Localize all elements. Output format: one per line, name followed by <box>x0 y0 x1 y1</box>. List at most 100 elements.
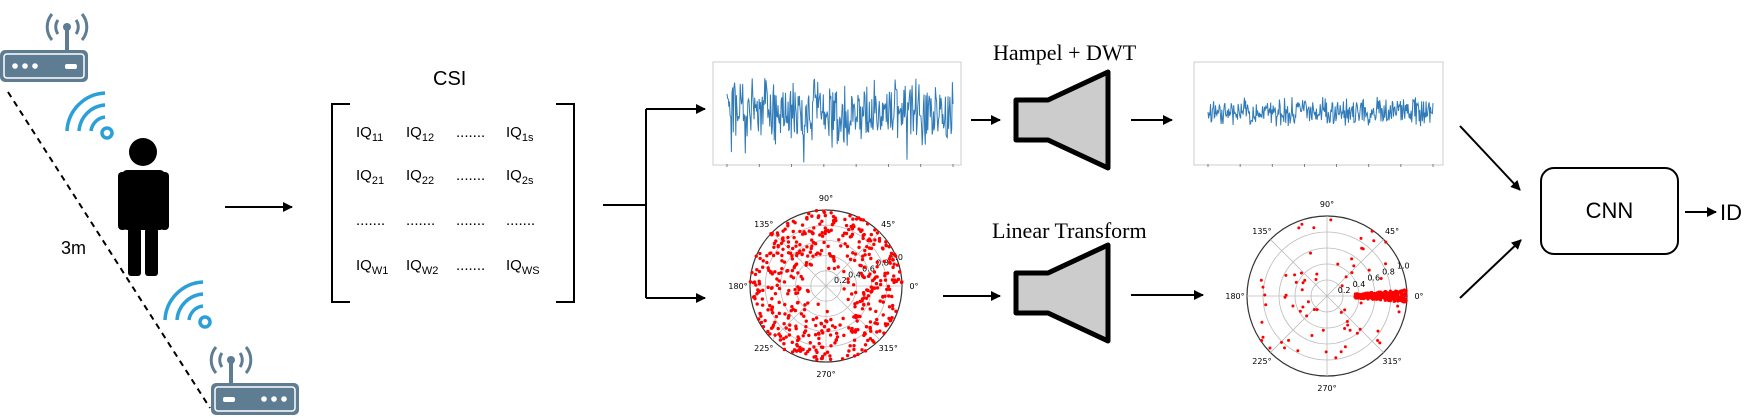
polar-radial-label: 0.8 <box>876 259 889 268</box>
scatter-point <box>755 302 759 306</box>
scatter-point <box>866 302 871 306</box>
scatter-point <box>771 253 776 258</box>
scatter-point <box>856 352 860 357</box>
scatter-point <box>808 340 812 345</box>
scatter-point <box>866 294 871 298</box>
scatter-point <box>777 286 782 291</box>
csi-cell-base: IQ <box>406 124 422 141</box>
scatter-point <box>752 280 757 284</box>
scatter-point <box>798 345 802 350</box>
polar-radial-label: 0.2 <box>834 276 847 285</box>
scatter-point <box>796 300 800 305</box>
scatter-point <box>856 327 860 332</box>
wifi-signal-icon <box>65 91 114 140</box>
scatter-point <box>810 214 814 218</box>
scatter-point <box>852 347 856 352</box>
scatter-point <box>832 266 837 271</box>
router-icon <box>209 346 299 415</box>
scatter-point <box>847 227 851 232</box>
scatter-point <box>770 306 774 311</box>
scatter-point <box>1352 264 1356 268</box>
scatter-point <box>1359 301 1363 305</box>
scatter-point <box>773 320 777 324</box>
scatter-point <box>787 328 792 332</box>
scatter-point <box>891 265 895 270</box>
scatter-point <box>845 244 850 249</box>
scatter-point <box>819 248 824 253</box>
scatter-point <box>890 278 895 282</box>
transformed-polar-plot: 0°45°90°135°180°225°270°315°0.20.40.60.8… <box>1225 200 1423 393</box>
scatter-point <box>872 270 877 274</box>
scatter-point <box>883 278 888 282</box>
scatter-point <box>823 352 827 356</box>
id-label: ID <box>1720 200 1742 225</box>
scatter-point <box>881 294 885 299</box>
scatter-point <box>817 341 821 346</box>
csi-cell-subscript: 22 <box>421 175 435 187</box>
csi-title: CSI <box>433 68 467 90</box>
scatter-point <box>1305 314 1309 318</box>
scatter-point <box>857 240 861 244</box>
scatter-point <box>868 326 873 331</box>
scatter-point <box>783 312 787 316</box>
scatter-point <box>810 244 814 248</box>
scatter-point <box>828 333 833 337</box>
scatter-point <box>847 326 851 330</box>
scatter-point <box>857 245 861 250</box>
scatter-point <box>1386 295 1390 299</box>
scatter-point <box>759 320 764 325</box>
scatter-point <box>1306 300 1310 304</box>
scatter-point <box>891 258 895 262</box>
scatter-point <box>817 336 821 341</box>
scatter-point <box>815 357 819 362</box>
scatter-point <box>868 336 873 341</box>
split-connector <box>603 109 647 298</box>
scatter-point <box>842 333 846 338</box>
scatter-point <box>1375 292 1379 296</box>
scatter-point <box>885 271 890 275</box>
scatter-point <box>873 228 877 232</box>
csi-matrix-cell: IQ22 <box>406 167 434 187</box>
scatter-point <box>850 227 855 231</box>
scatter-point <box>755 292 759 296</box>
scatter-point <box>807 229 811 233</box>
scatter-point <box>843 242 847 246</box>
scatter-point <box>1284 273 1288 277</box>
scatter-point <box>1350 257 1354 261</box>
scatter-point <box>802 330 807 335</box>
scatter-point <box>786 316 790 320</box>
scatter-point <box>1315 308 1319 312</box>
scatter-point <box>804 261 809 265</box>
scatter-point <box>1361 247 1365 251</box>
scatter-point <box>871 278 875 283</box>
scatter-point <box>1379 276 1383 280</box>
scatter-point <box>865 244 869 249</box>
scatter-point <box>753 272 758 277</box>
scatter-point <box>770 311 775 315</box>
scatter-point <box>761 325 766 329</box>
scatter-point <box>866 238 870 243</box>
scatter-point <box>861 218 866 222</box>
scatter-point <box>846 297 850 302</box>
scatter-point <box>834 331 839 335</box>
scatter-point <box>1384 262 1388 266</box>
scatter-point <box>795 338 800 343</box>
scatter-point <box>885 287 889 292</box>
scatter-point <box>870 289 874 293</box>
scatter-point <box>797 251 801 255</box>
scatter-point <box>794 240 799 244</box>
scatter-point <box>800 252 804 257</box>
scatter-point <box>811 254 815 258</box>
scatter-point <box>754 254 758 258</box>
scatter-point <box>1263 293 1267 297</box>
scatter-point <box>828 354 832 358</box>
scatter-point <box>763 319 767 323</box>
scatter-point <box>816 214 821 218</box>
polar-radial-label: 0.8 <box>1382 268 1395 277</box>
scatter-point <box>802 307 807 312</box>
scatter-point <box>856 314 860 318</box>
scatter-point <box>1403 300 1407 304</box>
scatter-point <box>891 306 895 311</box>
scatter-point <box>1360 293 1364 297</box>
polar-angle-label: 270° <box>1317 384 1336 393</box>
